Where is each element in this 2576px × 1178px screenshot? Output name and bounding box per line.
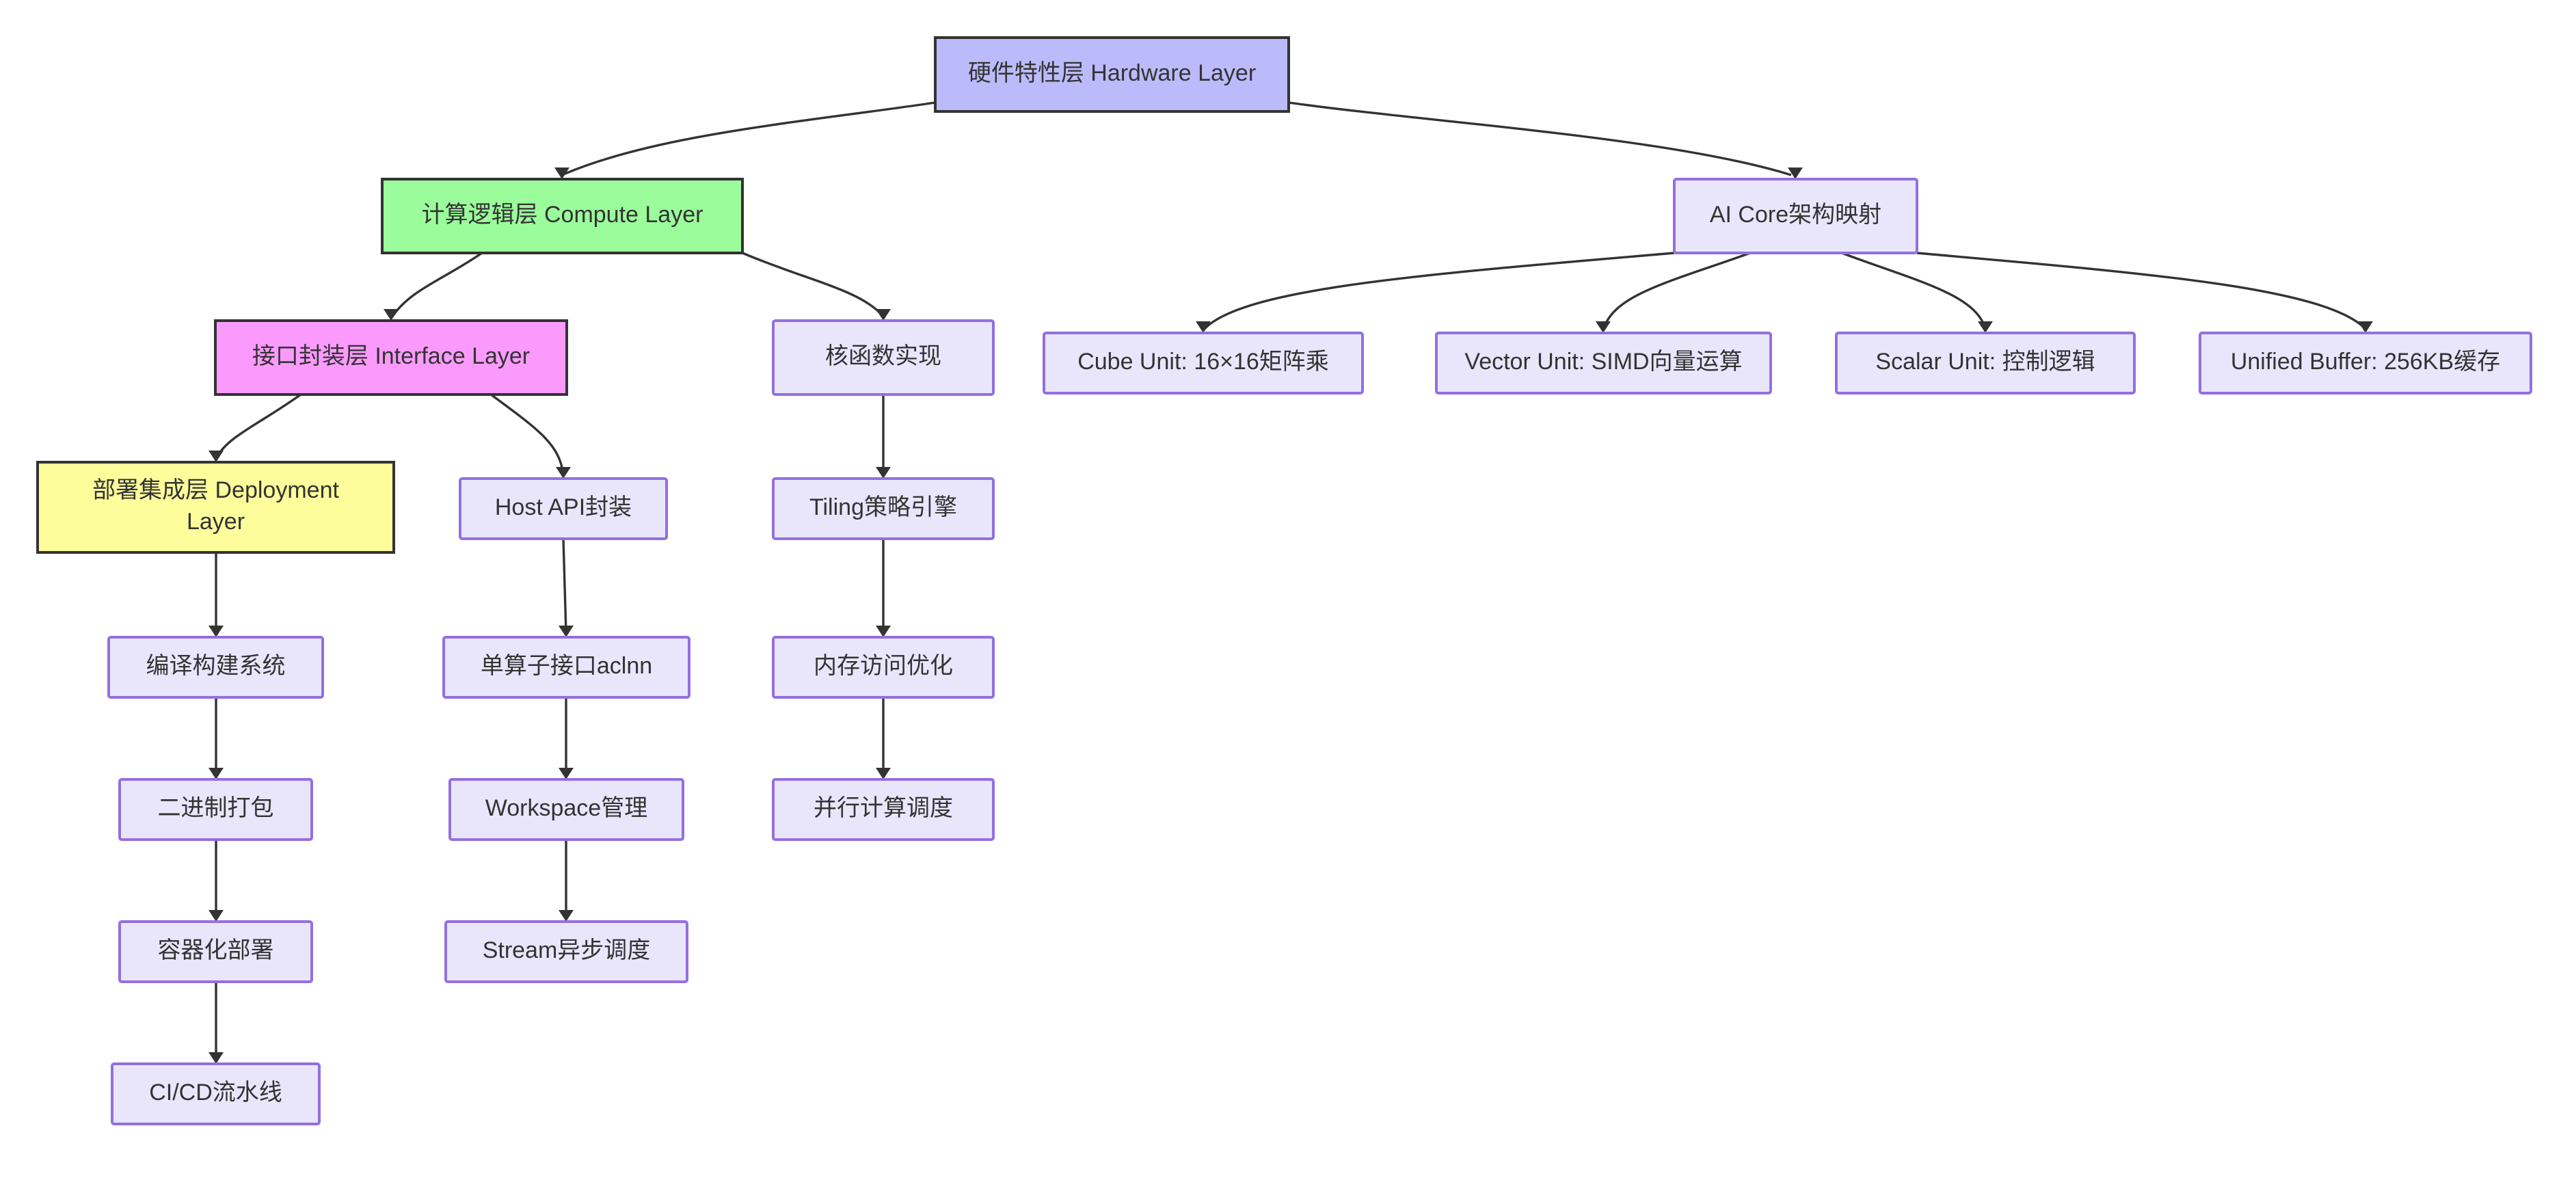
node-ubuf[interactable]: Unified Buffer: 256KB缓存 xyxy=(2199,332,2532,394)
node-binpack[interactable]: 二进制打包 xyxy=(118,778,313,841)
node-label-stream: Stream异步调度 xyxy=(483,937,651,963)
node-aclnn[interactable]: 单算子接口aclnn xyxy=(442,636,690,699)
node-box-memopt[interactable] xyxy=(772,636,995,699)
node-label-ubuf: Unified Buffer: 256KB缓存 xyxy=(2231,349,2500,375)
node-vector[interactable]: Vector Unit: SIMD向量运算 xyxy=(1435,332,1772,394)
edge-aicore-to-scalar xyxy=(1841,252,1987,330)
node-label-aicore: AI Core架构映射 xyxy=(1710,202,1881,228)
node-box-parallel[interactable] xyxy=(772,778,995,841)
node-box-workspace[interactable] xyxy=(448,778,684,841)
node-compute[interactable]: 计算逻辑层 Compute Layer xyxy=(381,178,744,254)
node-box-compute[interactable] xyxy=(381,178,744,254)
node-label-hostapi: Host API封装 xyxy=(495,494,632,520)
edges-layer xyxy=(209,101,2373,1064)
node-parallel[interactable]: 并行计算调度 xyxy=(772,778,995,841)
node-box-kernel[interactable] xyxy=(772,319,995,396)
node-box-container[interactable] xyxy=(118,920,313,983)
node-workspace[interactable]: Workspace管理 xyxy=(448,778,684,841)
node-box-stream[interactable] xyxy=(444,920,688,983)
node-label-iface: 接口封装层 Interface Layer xyxy=(252,343,530,369)
node-scalar[interactable]: Scalar Unit: 控制逻辑 xyxy=(1835,332,2136,394)
node-memopt[interactable]: 内存访问优化 xyxy=(772,636,995,699)
arrowhead-aicore-to-vector xyxy=(1596,321,1611,333)
edge-hw-to-aicore xyxy=(1288,101,1792,176)
node-label-memopt: 内存访问优化 xyxy=(814,653,953,679)
edge-compute-to-iface xyxy=(391,252,483,317)
node-label-cube: Cube Unit: 16×16矩阵乘 xyxy=(1077,349,1329,375)
node-hw[interactable]: 硬件特性层 Hardware Layer xyxy=(934,36,1290,113)
arrowhead-container-to-cicd xyxy=(209,1052,224,1064)
node-label-kernel: 核函数实现 xyxy=(825,343,941,369)
arrowhead-iface-to-deploy xyxy=(209,451,224,462)
arrowhead-iface-to-hostapi xyxy=(556,467,571,479)
node-label-tiling: Tiling策略引擎 xyxy=(809,494,957,520)
arrowhead-binpack-to-container xyxy=(209,910,224,922)
node-build[interactable]: 编译构建系统 xyxy=(107,636,324,699)
arrowhead-build-to-binpack xyxy=(209,768,224,779)
edge-iface-to-deploy xyxy=(215,393,301,459)
edge-aicore-to-cube xyxy=(1203,252,1675,330)
node-label-hw: 硬件特性层 Hardware Layer xyxy=(968,60,1256,86)
node-box-cube[interactable] xyxy=(1043,332,1364,394)
node-cicd[interactable]: CI/CD流水线 xyxy=(111,1062,321,1125)
node-box-ubuf[interactable] xyxy=(2199,332,2532,394)
arrowhead-compute-to-iface xyxy=(384,309,399,321)
node-hostapi[interactable]: Host API封装 xyxy=(459,477,668,540)
arrowhead-hostapi-to-aclnn xyxy=(559,626,574,637)
edge-hw-to-compute xyxy=(561,101,936,176)
node-label-deploy: 部署集成层 Deployment xyxy=(92,477,339,503)
node-container[interactable]: 容器化部署 xyxy=(118,920,313,983)
arrowhead-hw-to-compute xyxy=(554,168,569,179)
nodes-layer: 硬件特性层 Hardware Layer 计算逻辑层 Compute Layer A… xyxy=(36,36,2532,1125)
arrowhead-compute-to-kernel xyxy=(876,309,891,321)
node-box-tiling[interactable] xyxy=(772,477,995,540)
node-label-workspace: Workspace管理 xyxy=(485,795,647,821)
node-box-hw[interactable] xyxy=(934,36,1290,113)
node-box-aclnn[interactable] xyxy=(442,636,690,699)
arrowhead-aicore-to-cube xyxy=(1196,321,1211,333)
node-kernel[interactable]: 核函数实现 xyxy=(772,319,995,396)
node-label-parallel: 并行计算调度 xyxy=(814,795,953,821)
node-label-build: 编译构建系统 xyxy=(146,653,286,679)
arrowhead-deploy-to-build xyxy=(209,626,224,637)
node-cube[interactable]: Cube Unit: 16×16矩阵乘 xyxy=(1043,332,1364,394)
edge-aicore-to-vector xyxy=(1602,252,1751,330)
node-label-aclnn: 单算子接口aclnn xyxy=(481,653,652,679)
node-box-aicore[interactable] xyxy=(1673,178,1918,254)
node-label-binpack: 二进制打包 xyxy=(158,795,274,821)
arrowhead-memopt-to-parallel xyxy=(876,768,891,779)
node-box-vector[interactable] xyxy=(1435,332,1772,394)
edge-compute-to-kernel xyxy=(742,252,885,318)
node-box-iface[interactable] xyxy=(214,319,568,396)
edge-aicore-to-ubuf xyxy=(1916,252,2367,330)
node-box-deploy[interactable] xyxy=(36,461,395,554)
node-box-binpack[interactable] xyxy=(118,778,313,841)
edge-hostapi-to-aclnn xyxy=(562,538,567,634)
node-box-hostapi[interactable] xyxy=(459,477,668,540)
node-label-container: 容器化部署 xyxy=(158,937,274,963)
arrowhead-tiling-to-memopt xyxy=(876,626,891,637)
arrowhead-aicore-to-ubuf xyxy=(2358,321,2373,333)
node-iface[interactable]: 接口封装层 Interface Layer xyxy=(214,319,568,396)
arrowhead-aicore-to-scalar xyxy=(1978,321,1993,333)
arrowhead-aclnn-to-workspace xyxy=(559,768,574,779)
node-stream[interactable]: Stream异步调度 xyxy=(444,920,688,983)
node-box-build[interactable] xyxy=(107,636,324,699)
edge-iface-to-hostapi xyxy=(489,393,565,475)
node-aicore[interactable]: AI Core架构映射 xyxy=(1673,178,1918,254)
node-box-cicd[interactable] xyxy=(111,1062,321,1125)
node-tiling[interactable]: Tiling策略引擎 xyxy=(772,477,995,540)
node-label-vector: Vector Unit: SIMD向量运算 xyxy=(1464,349,1742,375)
arrowhead-workspace-to-stream xyxy=(559,910,574,922)
node-label-deploy: Layer xyxy=(187,509,245,535)
arrowhead-kernel-to-tiling xyxy=(876,467,891,479)
node-label-scalar: Scalar Unit: 控制逻辑 xyxy=(1875,349,2095,375)
node-label-cicd: CI/CD流水线 xyxy=(149,1080,282,1106)
arrowhead-hw-to-aicore xyxy=(1788,168,1803,179)
node-label-compute: 计算逻辑层 Compute Layer xyxy=(422,202,703,228)
node-box-scalar[interactable] xyxy=(1835,332,2136,394)
